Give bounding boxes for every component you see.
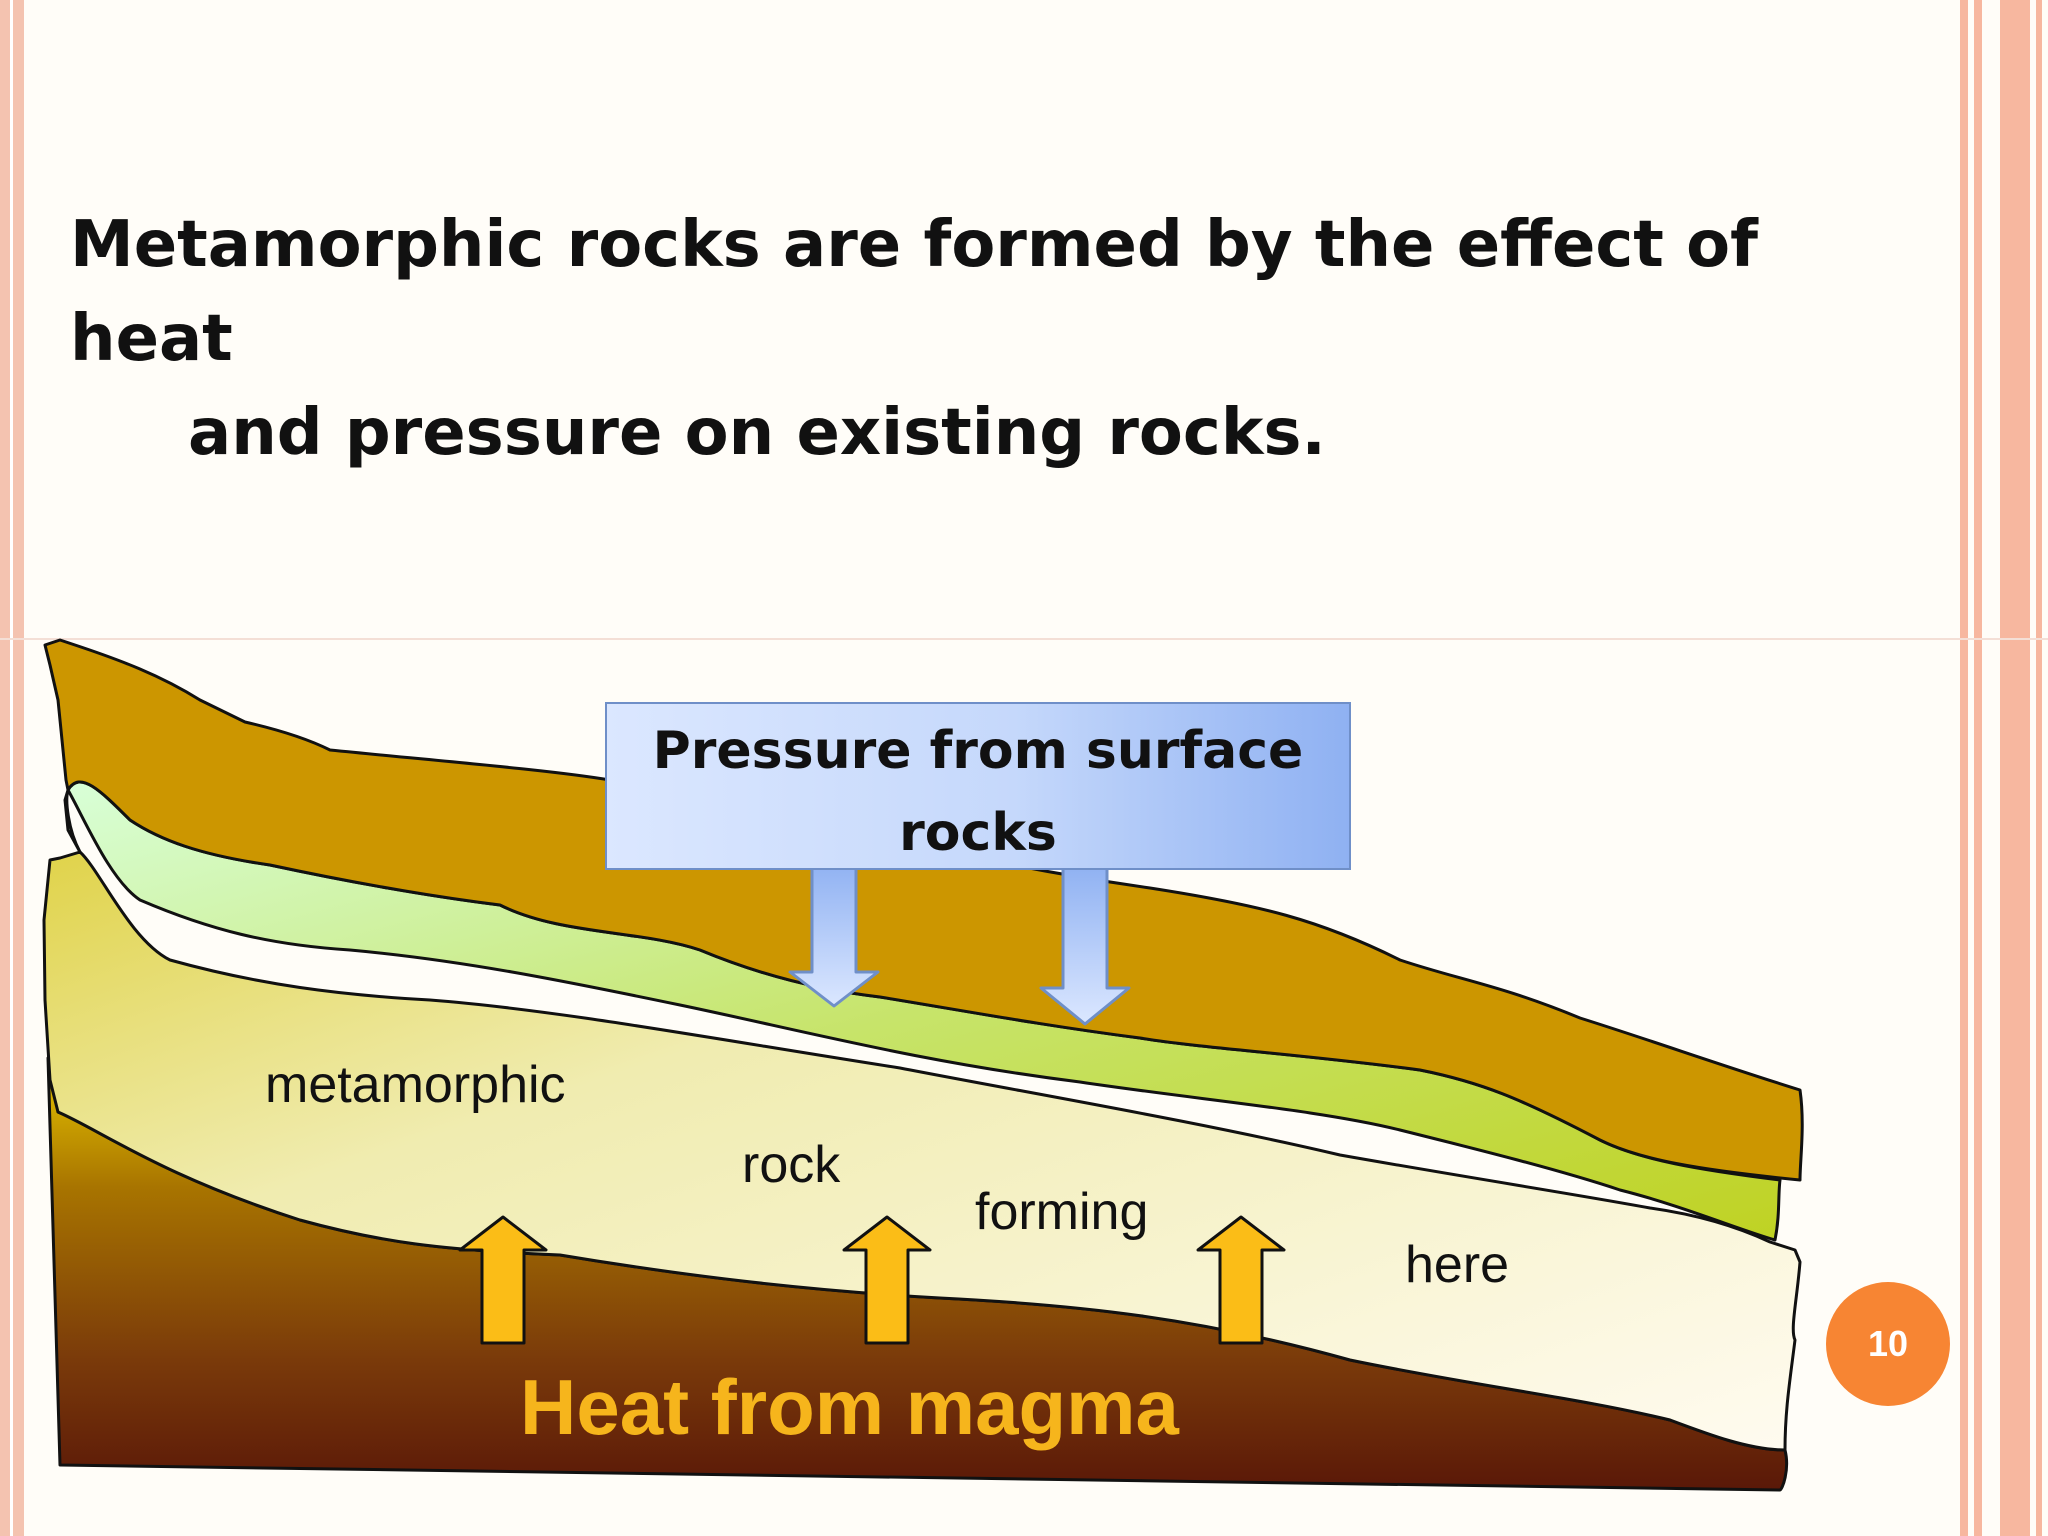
label-here: here [1405,1236,1510,1294]
top-rock-layer [43,638,1804,1182]
right-frame-border [1960,0,2048,1536]
pressure-arrow-down-icon [788,860,880,1008]
heat-arrow-up-icon [458,1215,548,1345]
pressure-arrow-down-icon [1039,863,1131,1026]
slide-heading: Metamorphic rocks are formed by the effe… [70,198,1930,480]
pressure-callout-box: Pressure from surface rocks [605,702,1351,870]
label-metamorphic: metamorphic [265,1056,566,1114]
pressure-callout-line-1: Pressure from surface [652,721,1304,781]
page-number-badge: 10 [1826,1282,1950,1406]
heading-line-2: and pressure on existing rocks. [188,396,1326,470]
label-forming: forming [975,1183,1149,1241]
label-rock: rock [742,1136,841,1194]
heat-from-magma-label: Heat from magma [520,1363,1179,1451]
pressure-callout-line-2: rocks [899,803,1057,863]
heat-arrow-up-icon [842,1215,932,1345]
heat-arrow-up-icon [1196,1215,1286,1345]
metamorphic-layer [42,850,1802,1452]
left-frame-border [0,0,24,1536]
heading-line-1: Metamorphic rocks are formed by the effe… [70,208,1758,376]
horizontal-divider [0,638,2048,640]
